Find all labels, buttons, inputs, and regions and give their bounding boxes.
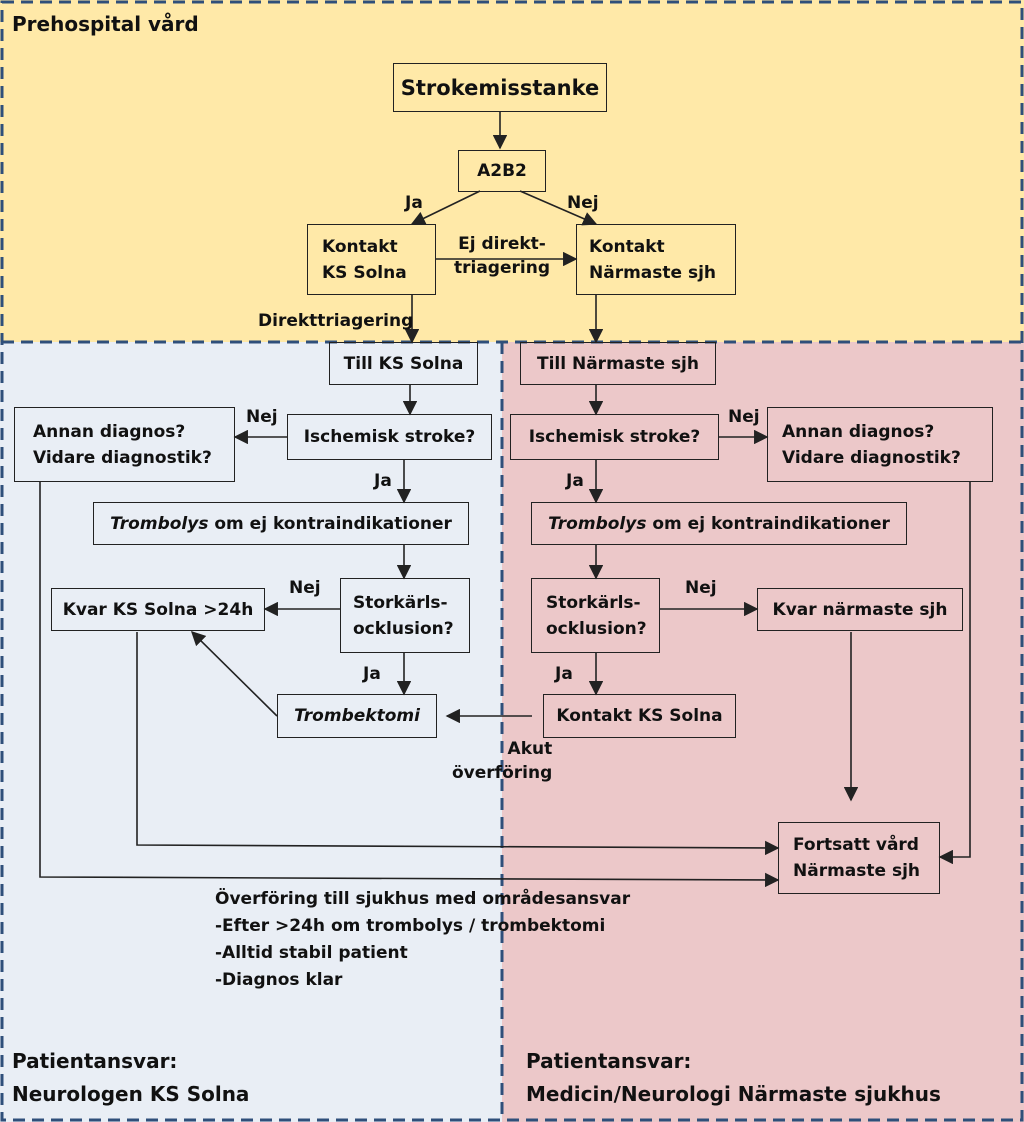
node-fortsatt-vard: Fortsatt vård Närmaste sjh — [778, 822, 940, 894]
node-annan-diagnos-narmaste: Annan diagnos? Vidare diagnostik? — [767, 407, 993, 482]
edge-trombektomi-kvar — [190, 630, 278, 717]
node-till-ks-solna: Till KS Solna — [329, 342, 478, 385]
zone-label-prehospital: Prehospital vård — [12, 12, 199, 36]
label-nej-ischemisk-ks: Nej — [246, 407, 278, 427]
prehospital-zone — [0, 0, 1024, 342]
node-kvar-ks-solna: Kvar KS Solna >24h — [51, 588, 265, 631]
node-ischemisk-stroke-ks: Ischemisk stroke? — [287, 414, 492, 460]
label-ja-a2b2: Ja — [405, 193, 423, 213]
narmaste-sjukhus-zone — [502, 342, 1024, 1122]
edge-annan-left-fortsatt — [39, 482, 780, 888]
trombolys-rest: om ej kontraindikationer — [646, 513, 890, 534]
trombolys-emphasis: Trombolys — [548, 513, 647, 534]
label-akut-overforing: Akut överföring — [452, 739, 553, 783]
label-ja-storkarl-ks: Ja — [363, 664, 381, 684]
node-storkarlsocklusion-narmaste: Storkärls- ocklusion? — [531, 578, 660, 653]
node-a2b2: A2B2 — [458, 150, 546, 192]
label-ej-direkttriagering: Ej direkt- triagering — [454, 234, 550, 278]
edge-a2b2-ks-solna — [410, 190, 481, 225]
transfer-note: Överföring till sjukhus med områdesansva… — [215, 889, 631, 990]
zone-label-left-responsibility: Patientansvar: Neurologen KS Solna — [12, 1049, 250, 1106]
label-nej-a2b2: Nej — [567, 193, 599, 213]
node-kontakt-ks-solna: Kontakt KS Solna — [307, 224, 436, 295]
label-direkttriagering: Direkttriagering — [258, 311, 414, 331]
node-trombektomi: Trombektomi — [277, 694, 437, 738]
trombolys-emphasis: Trombolys — [110, 513, 209, 534]
label-nej-ischemisk-narmaste: Nej — [728, 407, 760, 427]
label-ja-ischemisk-narmaste: Ja — [566, 471, 584, 491]
node-till-narmaste-sjh: Till Närmaste sjh — [520, 342, 716, 385]
node-kontakt-narmaste-sjh: Kontakt Närmaste sjh — [576, 224, 736, 295]
ks-solna-zone — [0, 342, 502, 1122]
node-trombolys-narmaste: Trombolys om ej kontraindikationer — [531, 502, 907, 545]
node-trombolys-ks: Trombolys om ej kontraindikationer — [93, 502, 469, 545]
trombolys-rest: om ej kontraindikationer — [208, 513, 452, 534]
node-strokemisstanke: Strokemisstanke — [393, 63, 607, 112]
edge-a2b2-narmaste — [519, 190, 598, 226]
label-nej-storkarl-narmaste: Nej — [685, 578, 717, 598]
edge-kvar-ks-fortsatt — [136, 632, 780, 856]
node-annan-diagnos-ks: Annan diagnos? Vidare diagnostik? — [14, 407, 235, 482]
edge-annan-right-fortsatt — [938, 482, 971, 865]
label-ja-storkarl-narmaste: Ja — [555, 664, 573, 684]
label-nej-storkarl-ks: Nej — [289, 578, 321, 598]
node-ischemisk-stroke-narmaste: Ischemisk stroke? — [510, 414, 719, 460]
node-kvar-narmaste-sjh: Kvar närmaste sjh — [757, 588, 963, 631]
label-ja-ischemisk-ks: Ja — [374, 471, 392, 491]
node-storkarlsocklusion-ks: Storkärls- ocklusion? — [340, 578, 470, 653]
zone-label-right-responsibility: Patientansvar: Medicin/Neurologi Närmast… — [526, 1049, 941, 1106]
node-kontakt-ks-solna-transfer: Kontakt KS Solna — [543, 694, 736, 738]
